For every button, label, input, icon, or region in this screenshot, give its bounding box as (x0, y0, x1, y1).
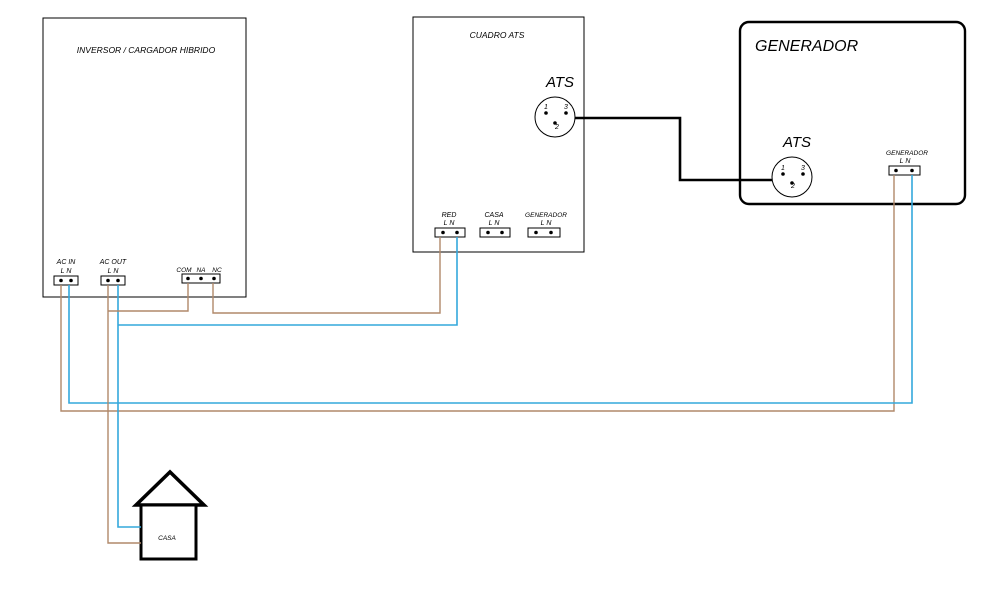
ats-control-cable (575, 116, 772, 182)
generador-pins-label: L N (541, 220, 553, 227)
cuadro-ats-pin-1-label: 1 (544, 104, 548, 111)
generator-ats-pin-3-label: 3 (801, 165, 805, 172)
house-label: CASA (158, 535, 176, 542)
wire-ac-in-neutral-to-generator (68, 175, 913, 404)
ac-in-terminal (53, 275, 79, 286)
relay-com-label: COM (176, 267, 192, 274)
generator-ats-pin-2-label: 2 (790, 183, 795, 190)
cuadro-ats-switch-label: ATS (545, 74, 574, 91)
cuadro-ats-pin-2-label: 2 (554, 124, 559, 131)
cuadro-ats-box: CUADRO ATS ATS 1 3 2 RED L N CASA L N (412, 16, 585, 253)
generator-box: GENERADOR ATS 1 3 2 GENERADOR L N (738, 20, 967, 206)
inverter-box: INVERSOR / CARGADOR HIBRIDO AC IN L N AC… (42, 17, 247, 298)
wire-red-neutral-to-ac-out (118, 237, 458, 326)
cuadro-ats-connector: 1 3 2 (534, 96, 576, 138)
relay-nc-label: NC (212, 267, 222, 274)
ac-out-pins-label: L N (108, 268, 120, 275)
wire-ac-in-line-to-generator (60, 175, 895, 412)
cuadro-ats-title: CUADRO ATS (470, 30, 525, 40)
ac-in-label: AC IN (56, 259, 77, 266)
wire-relay-nc-to-red-line (212, 237, 441, 314)
casa-label: CASA (484, 212, 503, 219)
relay-na-label: NA (196, 267, 205, 274)
generator-terminal (888, 165, 921, 176)
generator-ats-connector: 1 3 2 (771, 156, 813, 198)
cuadro-ats-pin-3-label: 3 (564, 104, 568, 111)
casa-terminal (479, 227, 511, 238)
house-roof (131, 469, 209, 507)
generador-terminal (527, 227, 561, 238)
generator-terminal-pins-label: L N (900, 158, 912, 165)
house-body (139, 503, 198, 561)
generator-ats-pin-1-label: 1 (781, 165, 785, 172)
wire-relay-com (108, 283, 189, 312)
wire-ac-out-neutral-to-house (117, 285, 141, 528)
wire-ac-out-line-to-house (107, 285, 141, 544)
relay-terminal (181, 273, 221, 284)
casa-pins-label: L N (489, 220, 501, 227)
generator-title: GENERADOR (755, 38, 859, 55)
house: CASA (131, 469, 209, 561)
ac-in-pins-label: L N (61, 268, 73, 275)
generator-terminal-label: GENERADOR (886, 150, 928, 157)
generator-ats-label: ATS (782, 134, 811, 151)
ac-out-label: AC OUT (99, 259, 127, 266)
ac-out-terminal (100, 275, 126, 286)
red-pins-label: L N (444, 220, 456, 227)
red-label: RED (442, 212, 457, 219)
generador-label: GENERADOR (525, 212, 567, 219)
inverter-title: INVERSOR / CARGADOR HIBRIDO (77, 45, 216, 55)
red-terminal (434, 227, 466, 238)
